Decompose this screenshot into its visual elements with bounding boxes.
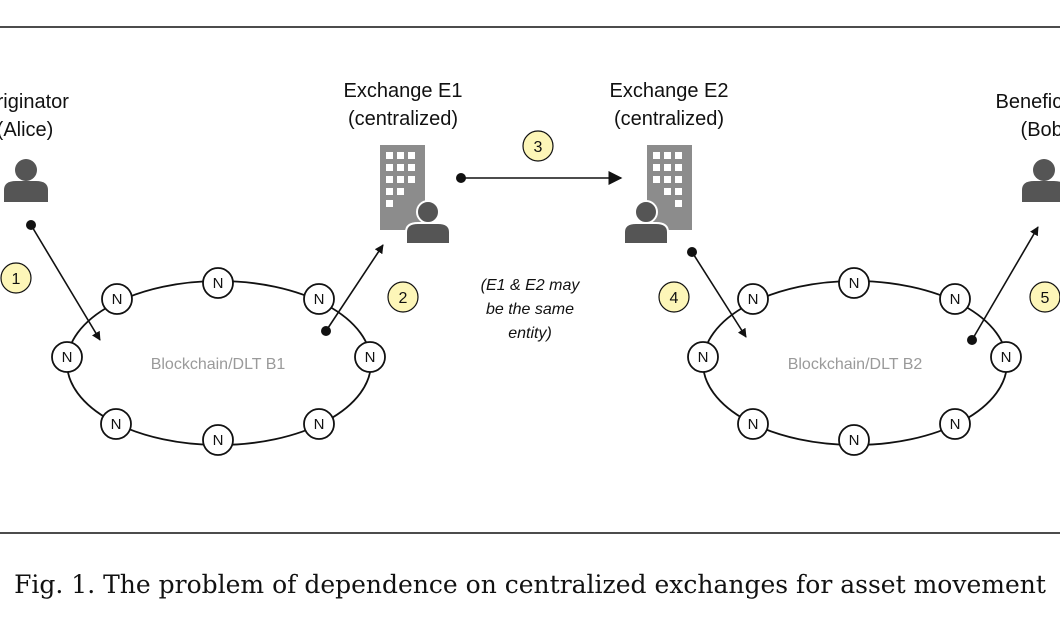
svg-text:N: N	[112, 291, 123, 308]
step-badge-5: 5	[1029, 281, 1060, 313]
exchange-e1-label: Exchange E1	[344, 80, 463, 102]
svg-text:5: 5	[1041, 290, 1050, 307]
svg-text:N: N	[849, 275, 860, 292]
svg-text:3: 3	[534, 139, 543, 156]
beneficiary-label: Beneficiary	[996, 91, 1060, 113]
b1-node-4: N	[51, 341, 83, 373]
step-badge-2: 2	[387, 281, 419, 313]
originator-sublabel: (Alice)	[0, 119, 53, 141]
b1-node-5: N	[354, 341, 386, 373]
svg-text:1: 1	[12, 271, 21, 288]
svg-text:N: N	[111, 416, 122, 433]
originator-label: Originator	[0, 91, 69, 113]
b2-node-3: N	[939, 283, 971, 315]
exchange-e2-label: Exchange E2	[610, 80, 729, 102]
originator-person-icon	[4, 159, 48, 202]
svg-text:2: 2	[399, 290, 408, 307]
b1-node-3: N	[303, 283, 335, 315]
svg-text:N: N	[849, 432, 860, 449]
diagram: Originator (Alice) Exchange E1 (centrali…	[0, 26, 1060, 534]
b2-node-2: N	[737, 283, 769, 315]
svg-text:N: N	[1001, 349, 1012, 366]
svg-text:N: N	[365, 349, 376, 366]
svg-text:N: N	[698, 349, 709, 366]
svg-text:N: N	[62, 349, 73, 366]
figure-caption: Fig. 1. The problem of dependence on cen…	[14, 570, 1046, 599]
blockchain-b2-nodes: N N N N N N N N	[687, 267, 1022, 456]
note-line-1: (E1 & E2 may	[481, 277, 581, 294]
b1-node-2: N	[101, 283, 133, 315]
arrow-1	[26, 220, 101, 341]
note-line-2: be the same	[486, 301, 574, 318]
blockchain-b1-label: Blockchain/DLT B1	[151, 356, 286, 373]
beneficiary-sublabel: (Bob)	[1021, 119, 1060, 141]
arrow-3	[456, 171, 623, 185]
b2-node-4: N	[687, 341, 719, 373]
exchange-e1-sublabel: (centralized)	[348, 108, 458, 130]
arrow-2	[321, 244, 384, 336]
b2-node-1: N	[838, 267, 870, 299]
step-badge-1: 1	[0, 262, 32, 294]
b2-node-7: N	[939, 408, 971, 440]
exchange-e1-building-icon	[380, 145, 425, 230]
blockchain-b2-label: Blockchain/DLT B2	[788, 356, 923, 373]
svg-text:4: 4	[670, 290, 679, 307]
step-badge-3: 3	[522, 130, 554, 162]
arrow-4	[687, 247, 747, 338]
beneficiary-person-icon	[1022, 159, 1060, 202]
note-line-3: entity)	[508, 325, 552, 342]
b1-node-7: N	[303, 408, 335, 440]
svg-text:N: N	[748, 416, 759, 433]
b2-node-5: N	[990, 341, 1022, 373]
svg-text:N: N	[314, 291, 325, 308]
blockchain-b1-nodes: N N N N N N N N	[51, 267, 386, 456]
b1-node-6: N	[100, 408, 132, 440]
arrow-5	[967, 226, 1039, 345]
step-badge-4: 4	[658, 281, 690, 313]
svg-text:N: N	[314, 416, 325, 433]
b2-node-6: N	[737, 408, 769, 440]
svg-text:N: N	[213, 432, 224, 449]
svg-text:N: N	[748, 291, 759, 308]
svg-text:N: N	[950, 291, 961, 308]
svg-text:N: N	[213, 275, 224, 292]
exchange-e2-sublabel: (centralized)	[614, 108, 724, 130]
svg-text:N: N	[950, 416, 961, 433]
b2-node-8: N	[838, 424, 870, 456]
b1-node-1: N	[202, 267, 234, 299]
b1-node-8: N	[202, 424, 234, 456]
